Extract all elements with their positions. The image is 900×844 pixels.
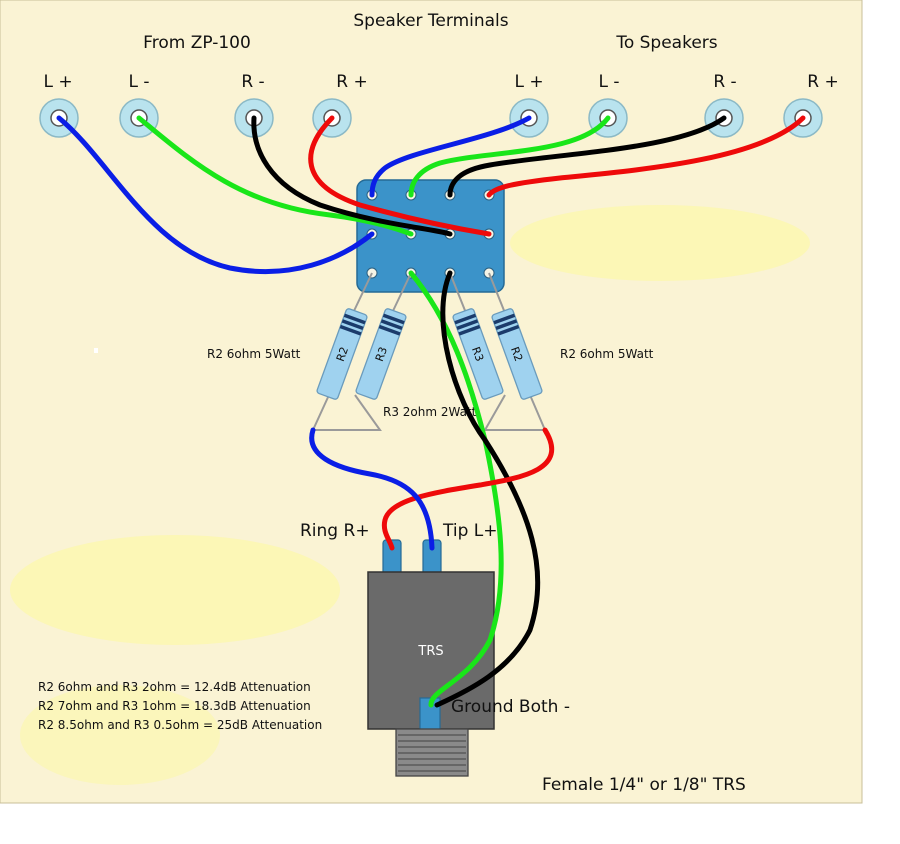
wire-src-l-minus xyxy=(136,115,414,237)
trs-jack: TRS xyxy=(367,539,495,777)
dest-heading: To Speakers xyxy=(615,33,717,53)
wire-ground-black xyxy=(434,270,541,708)
resistor-body-label: R2 xyxy=(508,345,525,363)
switch-block xyxy=(356,179,505,293)
terminal-label-src-l-plus: L + xyxy=(43,72,72,92)
wire-dst-r-plus xyxy=(486,115,806,198)
ring-label: Ring R+ xyxy=(300,521,370,541)
resistor-leads xyxy=(311,272,547,431)
diagram-title: Speaker Terminals xyxy=(353,11,508,31)
wire-dst-l-minus xyxy=(408,115,611,198)
wire-ring-red xyxy=(381,427,555,551)
speck xyxy=(94,348,98,353)
terminal-label-dst-r-minus: R - xyxy=(713,72,736,92)
wire-src-r-minus xyxy=(251,115,453,237)
terminal-label-src-l-minus: L - xyxy=(128,72,149,92)
ground-label: Ground Both - xyxy=(451,697,570,717)
highlight-smudge xyxy=(510,205,810,281)
wire-dst-l-plus xyxy=(369,115,532,198)
highlight-smudge xyxy=(10,535,340,645)
jack-caption: Female 1/4" or 1/8" TRS xyxy=(542,775,746,795)
wires xyxy=(56,115,806,708)
terminal-label-src-r-minus: R - xyxy=(241,72,264,92)
resistor-label-left: R2 6ohm 5Watt xyxy=(207,347,301,361)
resistor-body-label: R2 xyxy=(334,345,351,363)
terminal-label-src-r-plus: R + xyxy=(336,72,367,92)
resistor-inner-right-r3: R3 xyxy=(452,308,504,400)
jack-body-label: TRS xyxy=(417,644,443,659)
resistor-label-middle: R3 2ohm 2Watt xyxy=(383,405,477,419)
wire-ground-green xyxy=(408,270,504,708)
resistor-body-label: R3 xyxy=(469,345,486,363)
source-heading: From ZP-100 xyxy=(143,33,251,53)
note-line: R2 6ohm and R3 2ohm = 12.4dB Attenuation xyxy=(38,680,311,694)
wire-src-r-plus xyxy=(308,115,492,237)
terminal-label-dst-r-plus: R + xyxy=(807,72,838,92)
wire-src-l-plus xyxy=(56,115,375,275)
resistor-left-r2: R2 xyxy=(316,308,368,400)
resistor-body-label: R3 xyxy=(373,345,390,363)
resistor-label-right: R2 6ohm 5Watt xyxy=(560,347,654,361)
resistor-inner-left-r3: R3 xyxy=(355,308,407,400)
jack-body xyxy=(367,571,495,730)
note-line: R2 7ohm and R3 1ohm = 18.3dB Attenuation xyxy=(38,699,311,713)
terminal-label-dst-l-minus: L - xyxy=(598,72,619,92)
resistor-right-r2: R2 xyxy=(491,308,543,400)
note-line: R2 8.5ohm and R3 0.5ohm = 25dB Attenuati… xyxy=(38,718,322,732)
highlight-smudge xyxy=(20,685,220,785)
terminal-label-dst-l-plus: L + xyxy=(514,72,543,92)
tip-label: Tip L+ xyxy=(442,521,498,541)
wire-tip-blue xyxy=(309,427,435,551)
wire-dst-r-minus xyxy=(447,115,727,198)
